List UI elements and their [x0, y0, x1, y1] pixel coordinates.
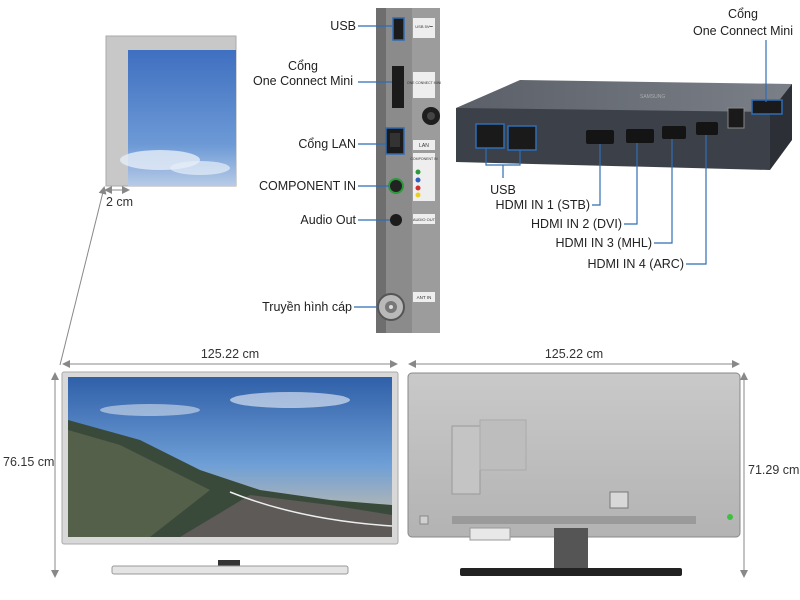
callout-hdmi3 [654, 139, 673, 244]
svg-text:AUDIO OUT: AUDIO OUT [413, 217, 436, 222]
label-component: COMPONENT IN [259, 179, 356, 193]
label-hdmi2: HDMI IN 2 (DVI) [531, 217, 622, 231]
svg-text:USB 5V⎓: USB 5V⎓ [415, 24, 433, 29]
front-height-label: 76.15 cm [3, 455, 54, 469]
tv-back-view [407, 372, 741, 576]
label-hdmi4: HDMI IN 4 (ARC) [587, 257, 684, 271]
label-usb: USB [330, 19, 356, 33]
side-port-panel: USB 5V⎓ ONE CONNECT MINI LAN COMPONENT I… [376, 8, 441, 333]
svg-text:SAMSUNG: SAMSUNG [640, 94, 665, 100]
back-width-label: 125.22 cm [545, 347, 603, 361]
callout-hdmi1 [592, 144, 601, 206]
svg-text:ONE CONNECT MINI: ONE CONNECT MINI [407, 81, 441, 85]
bezel-closeup [105, 35, 237, 187]
one-connect-box: SAMSUNG [456, 80, 792, 170]
label-one-connect-line1: Cổng [288, 59, 318, 73]
label-cable-tv: Truyền hình cáp [262, 300, 352, 314]
callout-hdmi4 [686, 135, 707, 265]
bezel-pointer-line [59, 186, 107, 366]
svg-text:COMPONENT IN: COMPONENT IN [410, 157, 438, 161]
svg-text:ANT IN: ANT IN [417, 295, 432, 300]
label-box-usb: USB [490, 183, 516, 197]
label-box-one-connect-line1: Cổng [728, 7, 758, 21]
callout-hdmi2 [624, 143, 638, 225]
label-hdmi3: HDMI IN 3 (MHL) [555, 236, 652, 250]
label-box-one-connect-line2: One Connect Mini [693, 24, 793, 38]
label-lan: Cổng LAN [298, 137, 356, 151]
tv-front-view [61, 371, 399, 575]
bezel-dimension-label: 2 cm [106, 195, 133, 209]
front-width-label: 125.22 cm [201, 347, 259, 361]
label-one-connect-line2: One Connect Mini [253, 74, 353, 88]
svg-text:LAN: LAN [419, 143, 429, 149]
label-audio-out: Audio Out [300, 213, 356, 227]
label-hdmi1: HDMI IN 1 (STB) [496, 198, 590, 212]
back-height-label: 71.29 cm [748, 463, 799, 477]
